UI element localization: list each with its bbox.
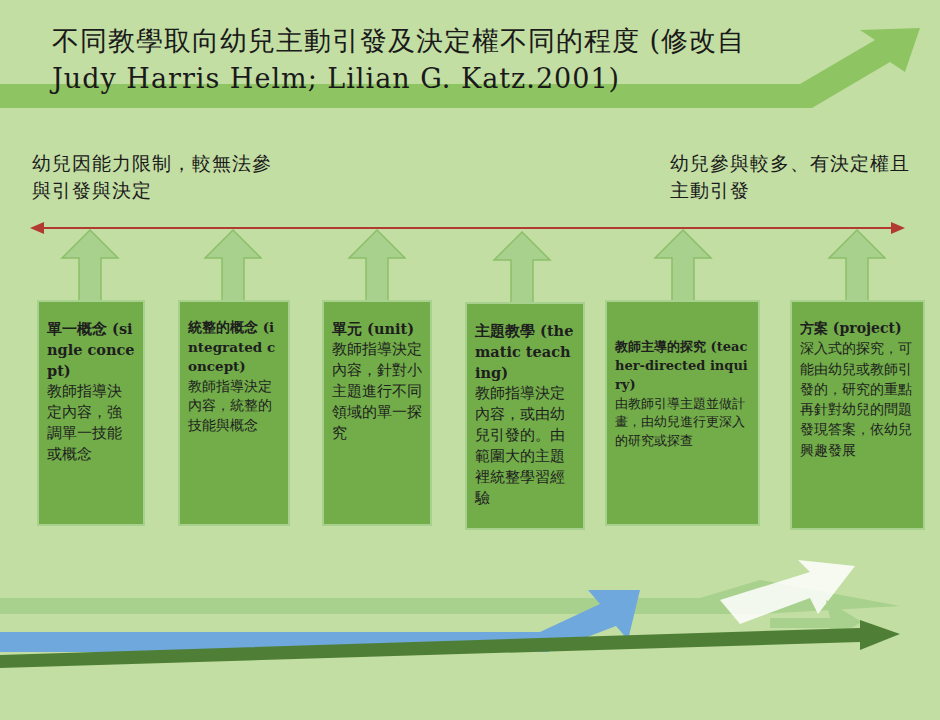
diagram-title: 不同教學取向幼兒主動引發及決定權不同的程度 (修改自 Judy Harris H… — [52, 22, 812, 98]
box-body: 由教師引導主題並做計畫，由幼兒進行更深入的研究或探查 — [615, 395, 750, 452]
approach-box: 單一概念 (single concept)教師指導決定內容，強調單一技能或概念 — [37, 300, 145, 526]
box-heading: 統整的概念 (integrated concept) — [188, 318, 280, 377]
box-body: 教師指導決定內容，強調單一技能或概念 — [47, 381, 135, 465]
box-heading: 主題教學 (thematic teaching) — [475, 320, 575, 383]
approach-box: 方案 (project)深入式的探究，可能由幼兒或教師引發的，研究的重點再針對幼… — [790, 300, 925, 530]
box-body: 教師指導決定內容，統整的技能與概念 — [188, 377, 280, 436]
up-arrows — [62, 230, 885, 304]
box-body: 教師指導決定內容，或由幼兒引發的。由範圍大的主題裡統整學習經驗 — [475, 383, 575, 509]
box-body: 教師指導決定內容，針對小主題進行不同領域的單一探究 — [332, 339, 422, 444]
approach-box: 主題教學 (thematic teaching)教師指導決定內容，或由幼兒引發的… — [465, 302, 585, 530]
dark-arrow — [0, 620, 900, 668]
box-heading: 單一概念 (single concept) — [47, 318, 135, 381]
scale-line — [40, 227, 895, 229]
box-heading: 單元 (unit) — [332, 318, 422, 339]
box-body: 深入式的探究，可能由幼兒或教師引發的，研究的重點再針對幼兒的問題發現答案，依幼兒… — [800, 338, 915, 460]
approach-box: 統整的概念 (integrated concept)教師指導決定內容，統整的技能… — [178, 300, 290, 526]
arrow-head — [891, 222, 905, 234]
arrow-head — [30, 222, 44, 234]
approach-box: 單元 (unit)教師指導決定內容，針對小主題進行不同領域的單一探究 — [322, 300, 432, 526]
box-heading: 教師主導的探究 (teacher-directed inquiry) — [615, 338, 750, 395]
box-heading: 方案 (project) — [800, 318, 915, 338]
end-label: 幼兒因能力限制，較無法參與引發與決定 — [32, 150, 282, 204]
approach-box: 教師主導的探究 (teacher-directed inquiry)由教師引導主… — [605, 300, 760, 526]
end-label: 幼兒參與較多、有決定權且主動引發 — [670, 150, 915, 204]
